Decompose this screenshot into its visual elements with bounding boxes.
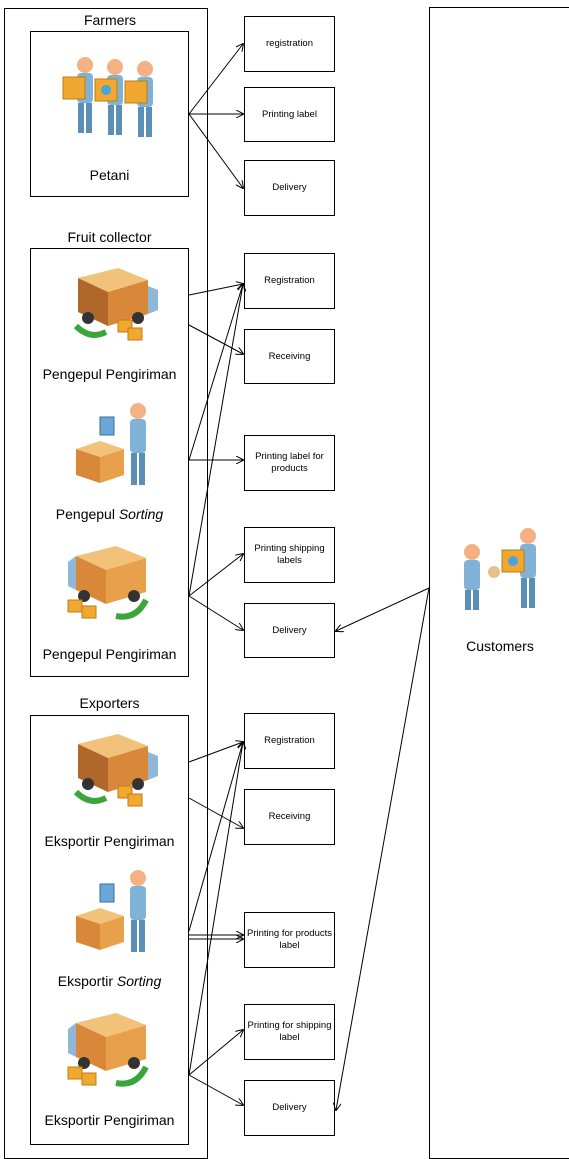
petani-label: Petani bbox=[89, 167, 130, 183]
process-receiving: Receiving bbox=[244, 789, 335, 845]
process-registration: Registration bbox=[244, 253, 335, 309]
process-delivery: Delivery bbox=[244, 160, 335, 216]
customer-handover-icon bbox=[464, 528, 536, 610]
sorting-worker-icon bbox=[76, 870, 146, 952]
process-printing-label: Printing label bbox=[244, 87, 335, 142]
fruit-collector-title: Fruit collector bbox=[67, 229, 152, 245]
eksportir-pengiriman-label-2: Eksportir Pengiriman bbox=[44, 1112, 175, 1128]
process-registration: registration bbox=[244, 16, 335, 72]
pengepul-pengiriman-label-2: Pengepul Pengiriman bbox=[42, 646, 177, 662]
farmers-icon bbox=[62, 57, 153, 137]
sorting-worker-icon bbox=[76, 403, 146, 485]
customers-label: Customers bbox=[466, 638, 534, 654]
process-printing-label-products: Printing label for products bbox=[244, 435, 335, 491]
eksportir-sorting-label: Eksportir Sorting bbox=[57, 973, 162, 989]
process-printing-products-label: Printing for products label bbox=[244, 912, 335, 968]
farmers-title: Farmers bbox=[83, 12, 137, 28]
truck-receiving-icon bbox=[73, 734, 158, 807]
process-printing-shipping-label: Printing for shipping label bbox=[244, 1004, 335, 1060]
customers-lane bbox=[429, 7, 569, 1159]
exporters-title: Exporters bbox=[79, 695, 140, 711]
truck-shipping-icon bbox=[67, 1013, 149, 1087]
eksportir-pengiriman-label-1: Eksportir Pengiriman bbox=[44, 833, 175, 849]
process-delivery: Delivery bbox=[244, 603, 335, 658]
process-receiving: Receiving bbox=[244, 329, 335, 384]
pengepul-sorting-label: Pengepul Sorting bbox=[55, 506, 164, 522]
truck-receiving-icon bbox=[73, 268, 158, 341]
truck-shipping-icon bbox=[67, 546, 149, 620]
pengepul-pengiriman-label-1: Pengepul Pengiriman bbox=[42, 366, 177, 382]
